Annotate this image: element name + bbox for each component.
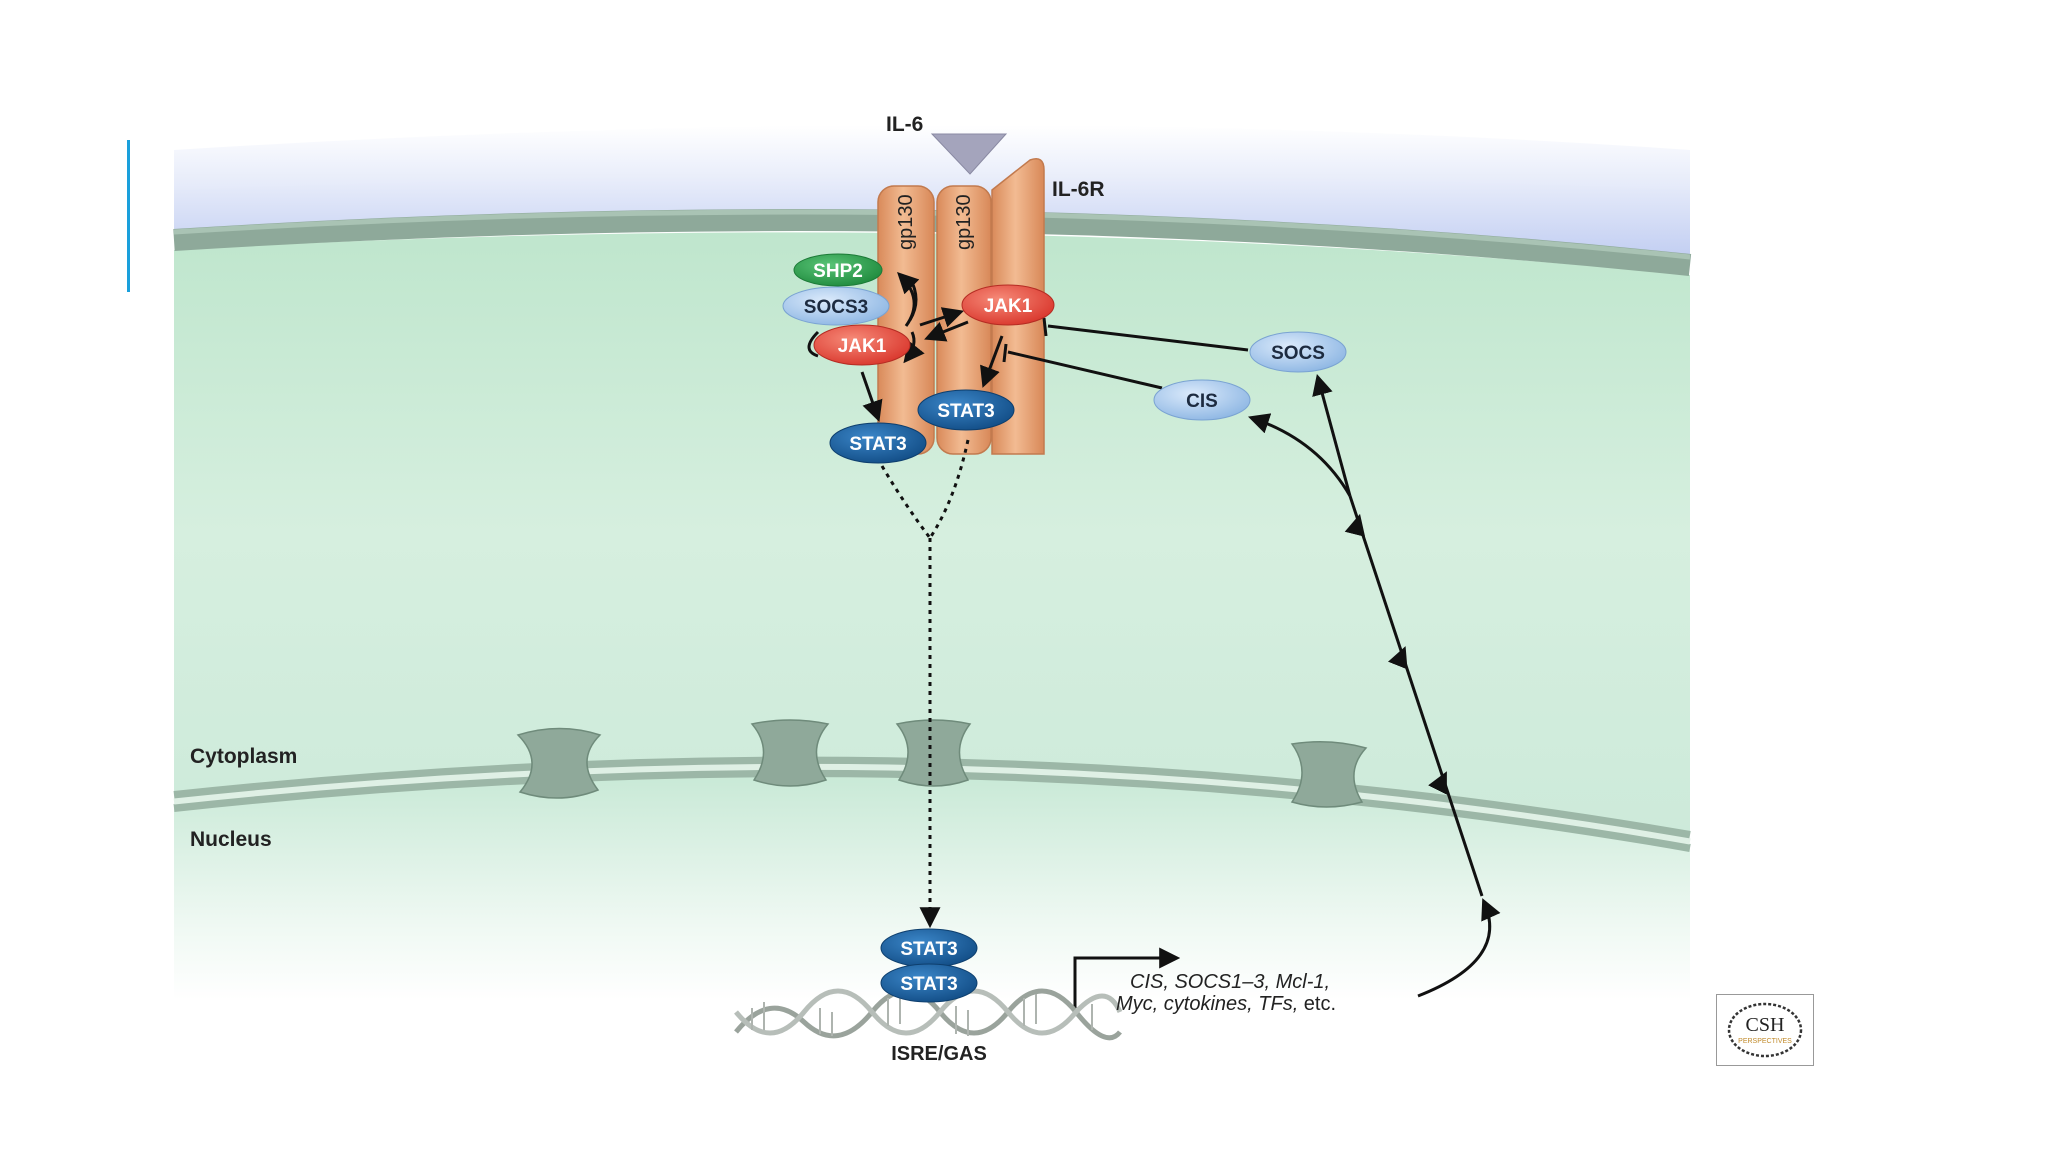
accent-bar xyxy=(127,140,130,292)
stat3-right-protein: STAT3 xyxy=(917,389,1015,431)
target-genes-line2: Myc, cytokines, TFs, etc. xyxy=(1116,993,1336,1015)
jak1-right-protein: JAK1 xyxy=(961,284,1055,326)
csh-logo-text: CSH xyxy=(1746,1014,1785,1036)
shp2-label: SHP2 xyxy=(813,261,863,282)
dna-helix xyxy=(734,988,1123,1041)
stat3-nuclear-top-label: STAT3 xyxy=(900,939,957,960)
stat3-nuclear-top-protein: STAT3 xyxy=(880,928,978,968)
stat3-nuclear-bottom-label: STAT3 xyxy=(900,974,957,995)
il6r-label: IL-6R xyxy=(1052,178,1105,201)
nucleus-region xyxy=(174,773,1690,1000)
gp130-right-label: gp130 xyxy=(953,194,975,250)
gp130-left-label: gp130 xyxy=(895,194,917,250)
signal-arrows xyxy=(807,272,1501,1008)
socs-label: SOCS xyxy=(1271,343,1325,364)
target-genes-line2-etc: etc. xyxy=(1298,993,1336,1015)
isre-gas-label: ISRE/GAS xyxy=(891,1043,987,1065)
stat3-right-label: STAT3 xyxy=(937,401,994,422)
stat3-left-label: STAT3 xyxy=(849,434,906,455)
il6-ligand xyxy=(930,133,1008,175)
socs3-label: SOCS3 xyxy=(804,297,868,318)
nucleus-label: Nucleus xyxy=(190,828,272,851)
dna-base-pairs xyxy=(751,994,1093,1036)
csh-logo-subtext: PERSPECTIVES xyxy=(1738,1038,1792,1045)
csh-perspectives-logo: CSH PERSPECTIVES xyxy=(1716,994,1814,1066)
cis-protein: CIS xyxy=(1153,379,1251,421)
jak1-left-protein: JAK1 xyxy=(813,324,911,366)
cytoplasm-label: Cytoplasm xyxy=(190,745,297,768)
receptor-complex: gp130 gp130 xyxy=(877,158,1045,455)
socs-protein: SOCS xyxy=(1249,331,1347,373)
nuclear-pores xyxy=(516,719,1368,808)
il6-label: IL-6 xyxy=(886,113,923,136)
stat3-nuclear-bottom-protein: STAT3 xyxy=(880,963,978,1003)
cis-label: CIS xyxy=(1186,391,1218,412)
jak1-left-label: JAK1 xyxy=(838,336,887,357)
stat3-left-protein: STAT3 xyxy=(829,422,927,464)
shp2-protein: SHP2 xyxy=(793,253,883,287)
target-genes-line2-italic: Myc, cytokines, TFs, xyxy=(1116,993,1298,1015)
jak1-right-label: JAK1 xyxy=(984,296,1033,317)
socs3-protein: SOCS3 xyxy=(782,286,890,326)
target-genes-line1: CIS, SOCS1–3, Mcl-1, xyxy=(1130,971,1330,993)
